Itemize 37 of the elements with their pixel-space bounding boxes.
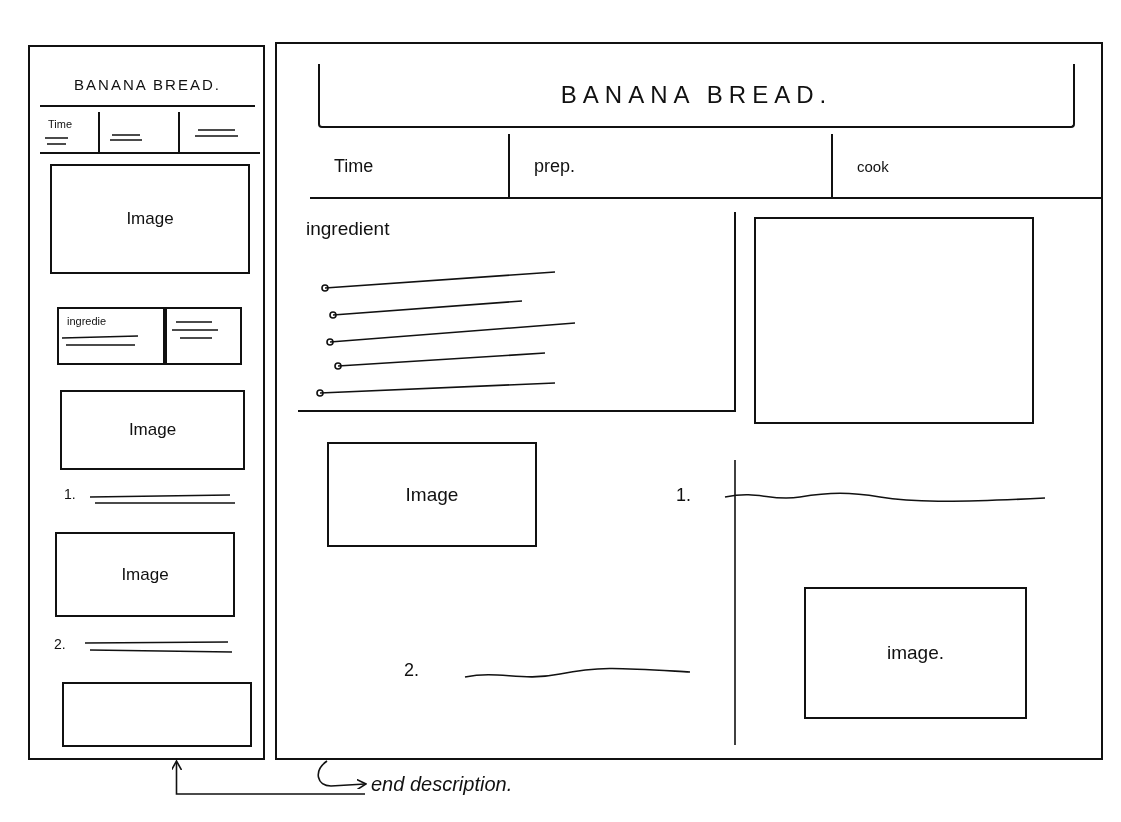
step-number: 2. [54, 636, 66, 652]
undefined [804, 587, 1027, 719]
arrow [170, 760, 366, 795]
undefined [100, 112, 180, 154]
undefined [40, 112, 100, 154]
undefined [754, 217, 1034, 424]
undefined [57, 307, 165, 365]
info-label: cook [857, 157, 889, 174]
undefined [50, 164, 250, 274]
step-number: 1. [676, 485, 691, 506]
arrow [317, 760, 367, 791]
info-label: Image [120, 564, 170, 585]
step-number: 2. [404, 660, 419, 681]
undefined [62, 682, 252, 747]
info-label: Image [404, 483, 460, 506]
undefined [165, 307, 242, 365]
annotation-text: end description. [371, 772, 513, 796]
undefined [318, 64, 1075, 128]
info-label: BANANA BREAD. [73, 75, 222, 92]
info-label: ingredie [67, 315, 107, 327]
info-label: Time [334, 155, 374, 176]
undefined [55, 532, 235, 617]
info-label: prep. [534, 155, 576, 176]
info-label: image. [886, 642, 945, 664]
info-label: BANANA BREAD. [559, 81, 834, 109]
undefined [298, 212, 736, 412]
info-label: Image [125, 209, 175, 229]
undefined [275, 42, 1103, 760]
undefined [327, 442, 537, 547]
undefined [60, 390, 245, 470]
step-number: 1. [64, 486, 76, 502]
mobile-frame [28, 45, 265, 760]
undefined [310, 134, 510, 199]
undefined [510, 134, 833, 199]
info-label: Image [127, 420, 178, 440]
info-label: ingredient [306, 218, 390, 240]
info-label: Time [48, 118, 73, 130]
